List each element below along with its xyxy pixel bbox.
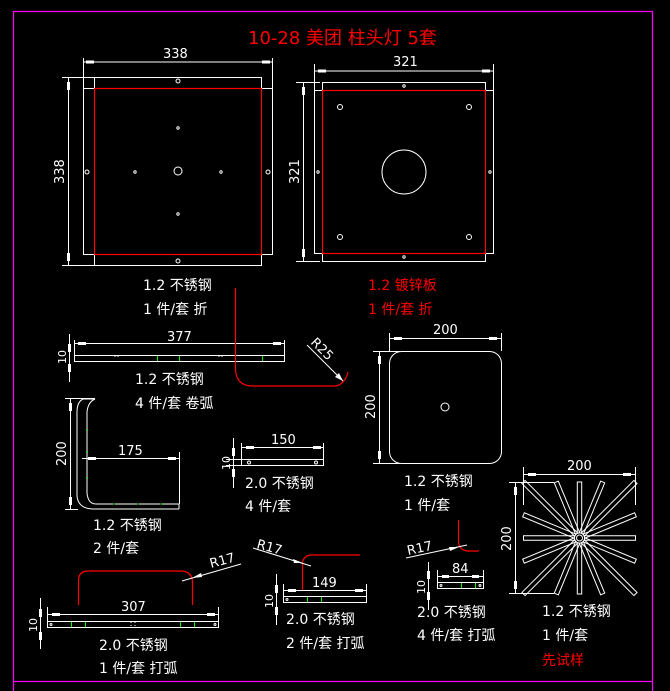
drawing-title: 10-28 美团 柱头灯 5套 xyxy=(248,28,437,49)
star-spoke xyxy=(580,539,638,597)
star-grille-drawing xyxy=(521,479,638,597)
strip-150-drawing: 150 10 2.0 不锈钢 4 件/套 xyxy=(220,433,324,515)
rounded-plate-height-dim: 200 xyxy=(364,394,379,419)
strip-377-radius: R25 xyxy=(307,335,336,364)
star-spoke xyxy=(584,535,636,541)
strip-150-length-dim: 150 xyxy=(271,433,296,448)
panel-b-spec: 1.2 镀锌板 xyxy=(368,277,437,294)
rounded-plate-width-dim: 200 xyxy=(433,323,458,338)
rounded-plate-drawing: 200 200 1.2 不锈钢 1 件/套 xyxy=(364,323,502,514)
strip-150-width-dim: 10 xyxy=(220,456,233,470)
strip-149-spec: 2.0 不锈钢 xyxy=(286,612,355,628)
panel-b-width-dim: 321 xyxy=(393,55,418,70)
strip-84-radius: R17 xyxy=(406,539,434,559)
panel-b-drawing: 321 321 1.2 镀锌板 1 件/套 折 xyxy=(288,55,494,318)
panel-a-spec: 1.2 不锈钢 xyxy=(143,278,212,294)
strip-150-spec: 2.0 不锈钢 xyxy=(245,476,314,492)
drawing-frame-border xyxy=(12,10,654,691)
strip-149-radius: R17 xyxy=(255,537,284,558)
strip-377-qty: 4 件/套 卷弧 xyxy=(135,396,214,412)
strip-307-spec: 2.0 不锈钢 xyxy=(99,638,168,654)
strip-149-qty: 2 件/套 打弧 xyxy=(286,635,365,652)
star-spoke xyxy=(582,537,637,564)
strip-307-width-dim: 10 xyxy=(27,618,40,632)
rounded-plate-spec: 1.2 不锈钢 xyxy=(404,474,473,490)
star-grille-dims: 200 200 1.2 不锈钢 1 件/套 先试样 xyxy=(500,459,636,669)
strip-377-width-dim: 10 xyxy=(56,350,69,364)
star-grille-note: 先试样 xyxy=(542,653,584,669)
star-spoke xyxy=(521,539,579,597)
panel-a-qty: 1 件/套 折 xyxy=(143,302,208,318)
strip-84-drawing: 84 10 R17 2.0 不锈钢 4 件/套 打弧 xyxy=(406,520,496,644)
l-bracket-height-dim: 200 xyxy=(55,441,70,466)
panel-b-height-dim: 321 xyxy=(288,159,303,184)
star-grille-qty: 1 件/套 xyxy=(542,628,588,644)
star-spoke xyxy=(522,512,577,539)
strip-377-spec: 1.2 不锈钢 xyxy=(135,372,204,388)
star-spoke xyxy=(580,479,638,537)
star-spoke xyxy=(521,479,579,537)
star-spoke xyxy=(582,512,637,539)
strip-149-length-dim: 149 xyxy=(312,576,337,591)
panel-a-height-dim: 338 xyxy=(53,159,68,184)
panel-a-drawing: 338 338 1.2 不锈钢 1 件/套 折 xyxy=(53,47,273,318)
strip-84-width-dim: 10 xyxy=(415,580,428,594)
star-spoke xyxy=(578,480,606,535)
star-spoke xyxy=(553,480,581,535)
star-grille-spec: 1.2 不锈钢 xyxy=(542,604,611,620)
strip-307-drawing: 307 10 R17 2.0 不锈钢 1 件/套 打弧 xyxy=(27,551,242,677)
strip-84-qty: 4 件/套 打弧 xyxy=(417,627,496,644)
panel-a-width-dim: 338 xyxy=(163,47,188,62)
strip-150-qty: 4 件/套 xyxy=(245,499,291,515)
strip-307-length-dim: 307 xyxy=(121,600,146,615)
strip-307-qty: 1 件/套 打弧 xyxy=(99,660,178,677)
star-spoke xyxy=(522,537,577,564)
strip-149-width-dim: 10 xyxy=(263,594,276,608)
strip-84-length-dim: 84 xyxy=(452,562,469,577)
star-spoke xyxy=(578,541,606,596)
l-bracket-drawing: 200 175 1.2 不锈钢 2 件/套 xyxy=(55,398,180,557)
star-hub xyxy=(576,534,583,542)
strip-307-radius: R17 xyxy=(208,551,237,572)
star-spoke xyxy=(576,481,583,534)
l-bracket-width-dim: 175 xyxy=(118,444,143,459)
star-spoke xyxy=(553,541,581,596)
strip-377-drawing: 377 10 R25 1.2 不锈钢 4 件/套 卷弧 xyxy=(56,288,349,412)
strip-377-length-dim: 377 xyxy=(167,330,192,345)
star-grille-height-dim: 200 xyxy=(500,526,515,551)
star-spoke xyxy=(523,535,575,541)
l-bracket-qty: 2 件/套 xyxy=(93,541,139,557)
strip-149-drawing: 149 10 R17 2.0 不锈钢 2 件/套 打弧 xyxy=(252,537,367,652)
star-spoke xyxy=(576,542,583,595)
rounded-plate-qty: 1 件/套 xyxy=(404,498,450,514)
strip-84-spec: 2.0 不锈钢 xyxy=(417,605,486,621)
l-bracket-spec: 1.2 不锈钢 xyxy=(93,518,162,534)
panel-b-qty: 1 件/套 折 xyxy=(368,302,433,318)
star-grille-width-dim: 200 xyxy=(567,459,592,474)
